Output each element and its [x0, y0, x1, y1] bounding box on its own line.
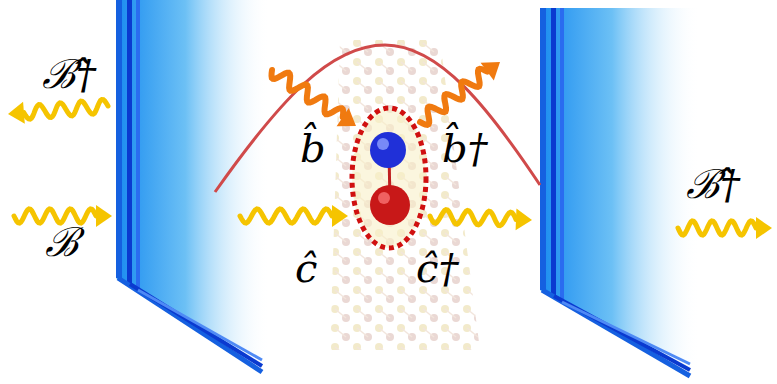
- operator-label: ℬ̂†: [42, 54, 96, 94]
- photon-wave: [430, 210, 516, 226]
- photon-wave: [678, 221, 756, 235]
- photon-arrows: [8, 62, 772, 239]
- arrow-head: [96, 205, 112, 227]
- operator-label: b̂†: [442, 128, 488, 168]
- photon-wave: [272, 70, 344, 117]
- arrow-head: [516, 208, 532, 230]
- photon-wave: [24, 100, 108, 120]
- arrow-head: [756, 217, 772, 239]
- photon-wave: [14, 209, 96, 223]
- exciton: [352, 108, 426, 248]
- operator-label: ĉ: [295, 248, 317, 288]
- operator-label: ℬ̂†: [686, 164, 740, 204]
- arrow-head: [8, 102, 25, 124]
- operator-label: ℬ: [45, 222, 79, 262]
- left-mirror: [116, 0, 270, 372]
- lattice: [330, 40, 480, 350]
- operator-label: b̂: [300, 128, 326, 168]
- photon-wave: [240, 209, 332, 223]
- arrow-head: [332, 205, 348, 227]
- right-mirror: [540, 8, 700, 376]
- arrow-head: [481, 62, 500, 80]
- photon-wave: [420, 69, 487, 125]
- operator-label: ĉ†: [416, 248, 458, 288]
- arrow-head: [337, 108, 356, 126]
